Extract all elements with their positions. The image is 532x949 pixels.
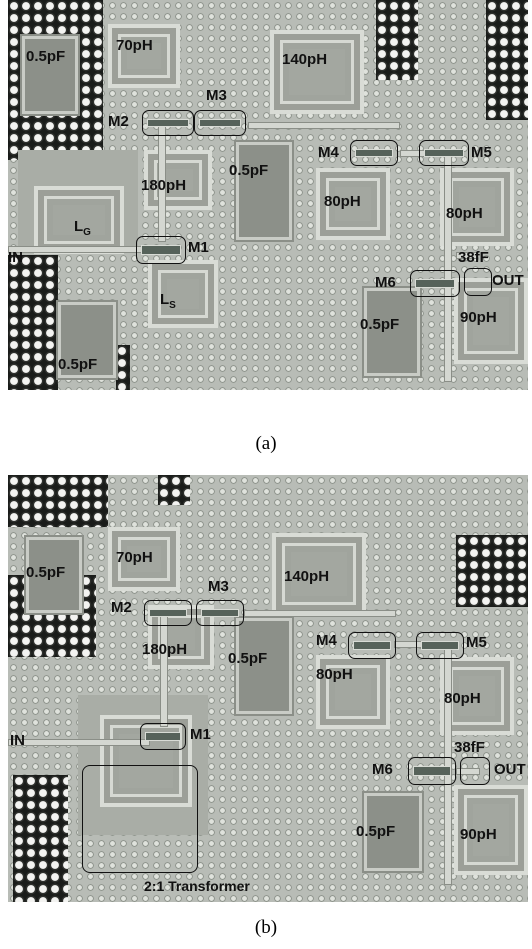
inductor-coil: [108, 24, 180, 88]
inductor-coil: [270, 30, 364, 114]
chip-micrograph-b: 0.5pF 70pH 140pH M2 M3 M4 M5 180pH 0.5pF…: [8, 475, 528, 902]
inductor-coil: [454, 785, 528, 875]
inductor-coil: [148, 605, 214, 669]
signal-wire: [244, 610, 396, 617]
label-90ph: 90pH: [460, 826, 497, 843]
label-140ph: 140pH: [284, 568, 330, 585]
capacitor-pad: [58, 302, 116, 378]
transistor-m5-box: [416, 632, 464, 659]
label-0.5pf: 0.5pF: [229, 162, 269, 179]
transformer-box: [82, 765, 198, 873]
label-ls: LS: [160, 291, 176, 311]
signal-wire: [456, 252, 478, 259]
inductor-coil: [272, 533, 366, 615]
transistor-m6-box: [408, 757, 456, 785]
chip-micrograph-a: 0.5pF 70pH 140pH M2 M3 M4 M5 180pH 0.5pF…: [8, 0, 528, 390]
label-m2: M2: [108, 113, 129, 130]
capacitor-pad: [364, 288, 420, 376]
transistor-m4-box: [348, 632, 396, 659]
label-out: OUT: [492, 272, 524, 289]
label-out: OUT: [494, 761, 526, 778]
inductor-coil: [148, 260, 218, 328]
transformer-coil: [100, 715, 192, 807]
inductor-coil: [316, 168, 390, 240]
capacitor-pad: [22, 36, 78, 114]
capacitor-pad: [364, 793, 422, 871]
via-array: [456, 535, 528, 607]
transistor-m1-box: [140, 723, 186, 750]
via-array: [116, 345, 130, 390]
caption-b: (b): [254, 917, 278, 938]
via-array: [8, 475, 108, 527]
signal-wire: [248, 122, 400, 129]
via-array: [158, 475, 190, 505]
label-m4: M4: [316, 632, 337, 649]
label-in: IN: [8, 249, 23, 266]
inductor-coil: [440, 168, 514, 246]
inductor-coil: [108, 527, 180, 591]
capacitor-pad: [236, 618, 292, 714]
capacitor-pad: [26, 537, 82, 613]
label-m6: M6: [375, 274, 396, 291]
via-array: [13, 775, 68, 902]
label-m5: M5: [466, 634, 487, 651]
label-180ph: 180pH: [142, 641, 188, 658]
label-m3: M3: [206, 87, 227, 104]
transistor-m5-box: [419, 140, 469, 166]
label-70ph: 70pH: [116, 37, 153, 54]
label-80ph: 80pH: [316, 666, 353, 683]
capacitor-pad: [236, 142, 292, 240]
label-0.5pf: 0.5pF: [356, 823, 396, 840]
signal-wire: [456, 768, 480, 775]
inductor-coil: [144, 150, 212, 210]
label-80ph: 80pH: [324, 193, 361, 210]
label-0.5pf: 0.5pF: [26, 48, 66, 65]
label-38ff: 38fF: [458, 249, 489, 266]
inductor-coil: [440, 657, 514, 735]
label-140ph: 140pH: [282, 51, 328, 68]
label-0.5pf: 0.5pF: [360, 316, 400, 333]
label-90ph: 90pH: [460, 309, 497, 326]
signal-wire: [444, 150, 452, 382]
transistor-m3-box: [194, 110, 246, 136]
label-m1: M1: [188, 239, 209, 256]
transistor-m1-box: [136, 236, 186, 264]
transistor-m2-box: [144, 600, 192, 626]
label-38ff: 38fF: [454, 739, 485, 756]
label-70ph: 70pH: [116, 549, 153, 566]
label-0.5pf: 0.5pF: [58, 356, 98, 373]
capacitor-38ff-box: [460, 757, 490, 785]
label-m3: M3: [208, 578, 229, 595]
label-180ph: 180pH: [141, 177, 187, 194]
label-80ph: 80pH: [444, 690, 481, 707]
caption-a: (a): [255, 433, 277, 454]
label-m2: M2: [111, 599, 132, 616]
label-0.5pf: 0.5pF: [228, 650, 268, 667]
signal-wire: [160, 615, 168, 727]
transistor-m3-box: [196, 600, 244, 626]
label-in: IN: [10, 732, 25, 749]
label-lg: LG: [74, 218, 91, 238]
transistor-m2-box: [142, 110, 194, 136]
label-m4: M4: [318, 144, 339, 161]
transistor-m4-box: [350, 140, 398, 166]
label-0.5pf: 0.5pF: [26, 564, 66, 581]
label-m5: M5: [471, 144, 492, 161]
label-2-1-transformer: 2:1 Transformer: [144, 878, 250, 894]
label-m6: M6: [372, 761, 393, 778]
capacitor-38ff-box: [464, 268, 492, 296]
transistor-m6-box: [410, 270, 460, 297]
label-m1: M1: [190, 726, 211, 743]
via-array: [486, 0, 528, 120]
signal-wire: [8, 739, 150, 746]
label-80ph: 80pH: [446, 205, 483, 222]
signal-wire: [8, 246, 150, 253]
via-array: [8, 255, 58, 390]
via-array: [376, 0, 418, 80]
